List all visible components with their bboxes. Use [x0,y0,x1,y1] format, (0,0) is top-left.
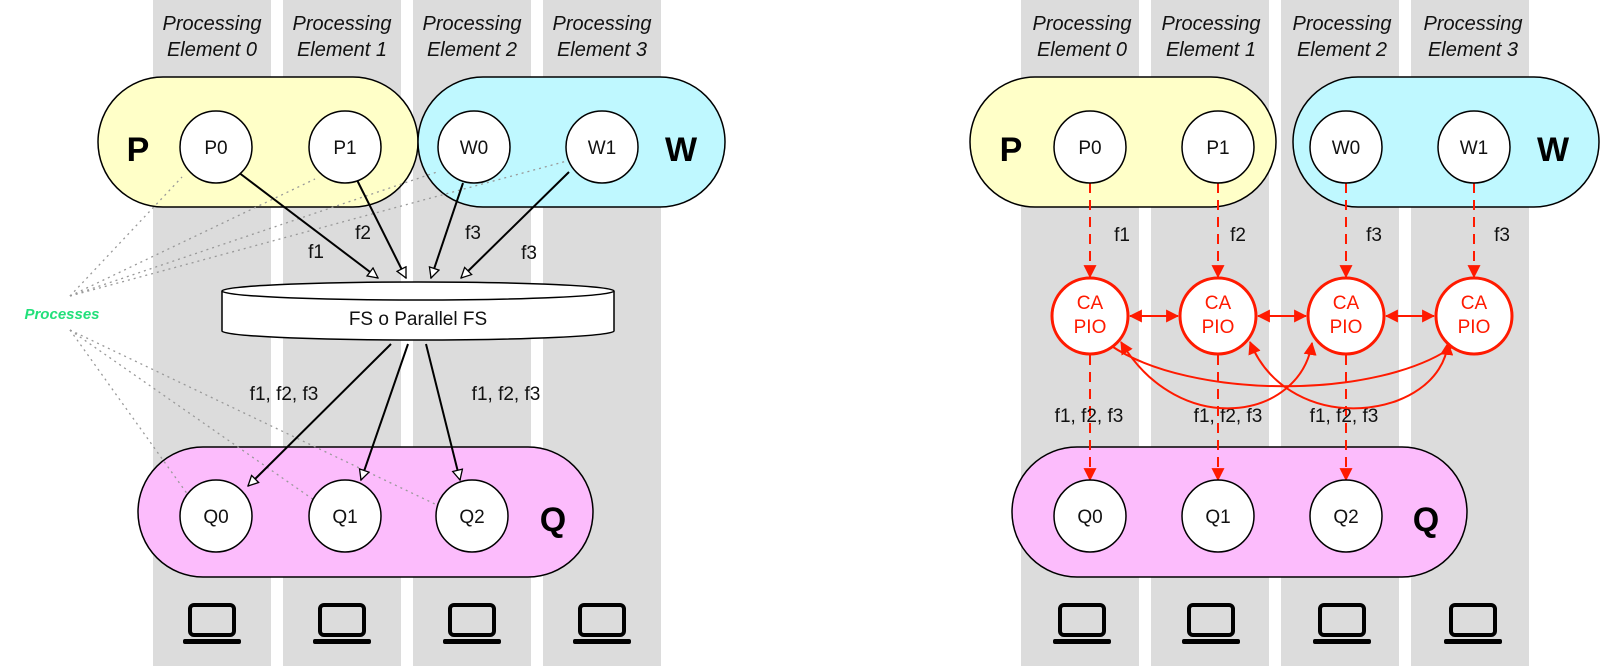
fs-label: FS o Parallel FS [349,309,487,330]
left-edge-label-w1: f3 [521,243,537,264]
right-edge-label-q0: f1, f2, f3 [1055,406,1124,427]
group-q-letter: Q [540,501,566,539]
column-header-1-line2: Element 1 [1166,39,1256,61]
node-q2-left: Q2 [435,479,509,553]
node-w1-left: W1 [565,110,639,184]
edge-fs-q1 [361,343,409,480]
column-header-0-line2: Element 0 [167,39,257,61]
node-w0-label: W0 [1332,138,1361,159]
node-q2-label: Q2 [1333,507,1358,528]
column-header-1-line2: Element 1 [297,39,387,61]
left-panel: Processing Element 0 Processing Element … [24,0,726,666]
column-header-2-line2: Element 2 [427,39,517,61]
node-w0-right: W0 [1309,110,1383,184]
column-header-1-line1: Processing [1162,13,1261,35]
capio-label-line2: PIO [1458,317,1491,338]
capio-node-0: CA PIO [1050,276,1130,356]
left-edge-label-p0: f1 [308,242,324,263]
node-p0-right: P0 [1053,110,1127,184]
capio-label-line1: CA [1461,293,1488,314]
right-edge-label-q2: f1, f2, f3 [1310,406,1379,427]
column-header-0-line2: Element 0 [1037,39,1127,61]
column-header-0-line1: Processing [1033,13,1132,35]
node-w0-label: W0 [460,138,489,159]
edge-w1-fs [461,171,570,278]
column-header-0-line1: Processing [163,13,262,35]
right-panel: Processing Element 0 Processing Element … [969,0,1600,666]
edge-w0-fs [431,182,464,278]
node-p0-label: P0 [204,138,227,159]
column-header-3-line2: Element 3 [557,39,647,61]
node-w1-label: W1 [588,138,617,159]
capio-label-line1: CA [1077,293,1104,314]
column-header-2-line1: Processing [1293,13,1392,35]
right-edge-label-w0: f3 [1366,225,1382,246]
node-p1-label: P1 [1206,138,1229,159]
edge-p1-fs [356,179,407,278]
right-edge-label-p1: f2 [1230,225,1246,246]
fs-cylinder [221,281,615,341]
column-header-3-line1: Processing [553,13,652,35]
capio-links [1109,309,1456,410]
group-p-letter: P [1000,131,1023,169]
column-header-2-line1: Processing [423,13,522,35]
capio-node-2: CA PIO [1306,276,1386,356]
group-w-letter: W [1537,131,1570,169]
node-p1-right: P1 [1181,110,1255,184]
capio-label-line2: PIO [1202,317,1235,338]
capio-node-3: CA PIO [1434,276,1514,356]
capio-label-line2: PIO [1330,317,1363,338]
node-p1-left: P1 [308,110,382,184]
node-w0-left: W0 [437,110,511,184]
edge-fs-q0 [248,343,392,486]
right-edge-label-p0: f1 [1114,225,1130,246]
column-header-1-line1: Processing [293,13,392,35]
node-p1-label: P1 [333,138,356,159]
node-q1-label: Q1 [1205,507,1230,528]
edge-fs-q2 [425,343,460,480]
node-w1-label: W1 [1460,138,1489,159]
group-q-letter: Q [1413,501,1439,539]
left-edge-label-out-left: f1, f2, f3 [250,384,319,405]
node-p0-left: P0 [179,110,253,184]
column-header-3-line1: Processing [1424,13,1523,35]
left-edge-label-w0: f3 [465,223,481,244]
right-edge-label-q1: f1, f2, f3 [1194,406,1263,427]
group-w-letter: W [665,131,698,169]
node-q1-right: Q1 [1181,479,1255,553]
right-edge-label-w1: f3 [1494,225,1510,246]
processes-label: Processes [24,306,99,323]
node-q2-right: Q2 [1309,479,1383,553]
capio-label-line1: CA [1333,293,1360,314]
capio-label-line2: PIO [1074,317,1107,338]
processes-leaders [69,160,568,506]
node-q0-right: Q0 [1053,479,1127,553]
node-q0-label: Q0 [203,507,228,528]
column-header-3-line2: Element 3 [1428,39,1518,61]
left-edge-label-out-right: f1, f2, f3 [472,384,541,405]
left-upper-edges [237,171,570,278]
node-q1-label: Q1 [332,507,357,528]
node-q0-left: Q0 [179,479,253,553]
group-p-letter: P [127,131,150,169]
left-edge-label-p1: f2 [355,223,371,244]
column-header-2-line2: Element 2 [1297,39,1387,61]
left-lower-edges [248,343,460,486]
node-w1-right: W1 [1437,110,1511,184]
node-q2-label: Q2 [459,507,484,528]
node-q0-label: Q0 [1077,507,1102,528]
right-edges [1083,183,1481,482]
capio-node-1: CA PIO [1178,276,1258,356]
node-p0-label: P0 [1078,138,1101,159]
node-q1-left: Q1 [308,479,382,553]
capio-label-line1: CA [1205,293,1232,314]
edge-p0-fs [237,171,378,278]
